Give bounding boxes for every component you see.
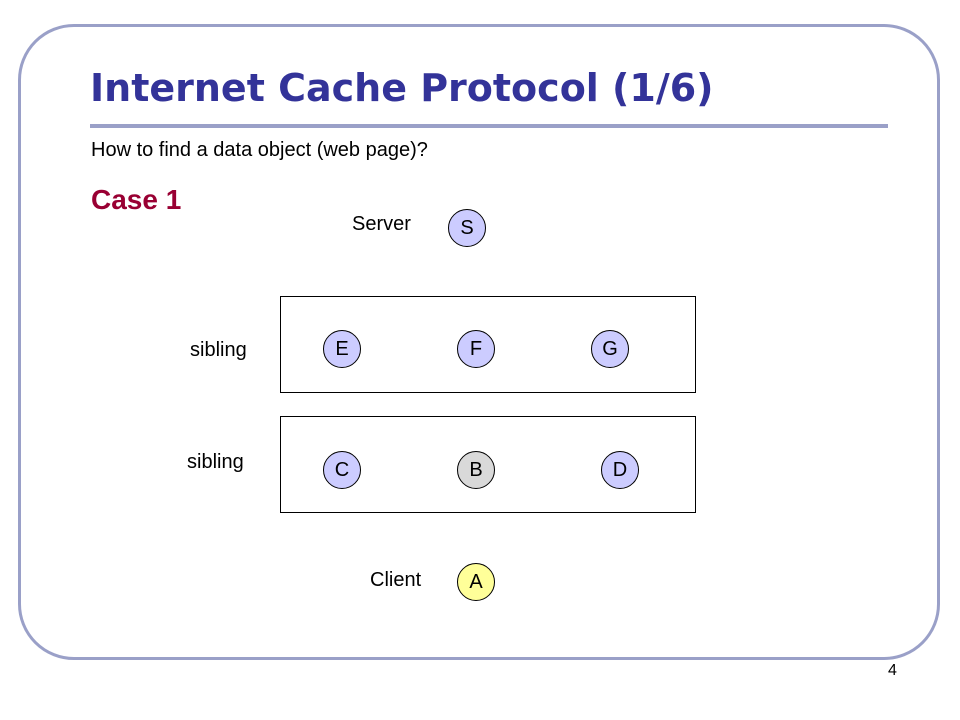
node-s: S (448, 209, 486, 247)
slide-title: Internet Cache Protocol (1/6) (90, 66, 714, 110)
slide-frame (18, 24, 940, 660)
client-label: Client (370, 569, 422, 591)
node-a: A (457, 563, 495, 601)
sibling-group-top (280, 296, 696, 393)
slide-subtitle: How to find a data object (web page)? (91, 139, 428, 161)
node-g: G (591, 330, 629, 368)
sibling-group-bottom (280, 416, 696, 513)
node-b: B (457, 451, 495, 489)
node-d: D (601, 451, 639, 489)
node-e: E (323, 330, 361, 368)
sibling-label-bottom: sibling (187, 451, 244, 473)
node-c: C (323, 451, 361, 489)
sibling-label-top: sibling (190, 339, 247, 361)
title-underline (90, 124, 888, 128)
page-number: 4 (888, 662, 897, 679)
server-label: Server (352, 213, 411, 235)
node-f: F (457, 330, 495, 368)
case-label: Case 1 (91, 184, 182, 215)
